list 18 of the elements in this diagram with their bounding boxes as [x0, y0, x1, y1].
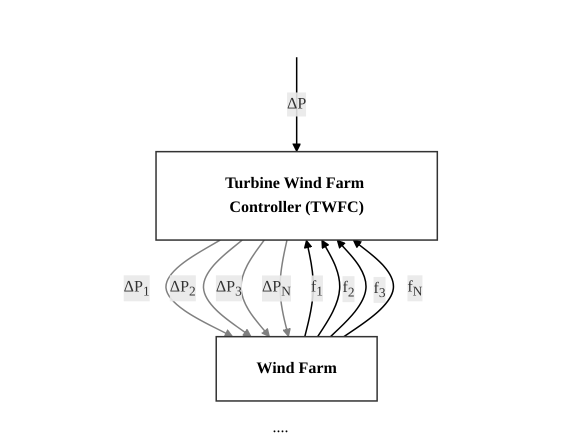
arrow [344, 239, 394, 337]
arrow [330, 239, 367, 337]
edge-label: ΔP$_{2}$ [170, 278, 196, 298]
arrow [240, 239, 270, 337]
ellipsis-label: .... [272, 418, 290, 438]
edge-label: ΔP$_{1}$ [124, 278, 150, 298]
arrow [202, 238, 252, 337]
node-box: Wind Farm [215, 335, 378, 402]
arrow [317, 239, 340, 337]
arrow [165, 238, 234, 337]
edge-label: ΔP$_{3}$ [216, 278, 242, 298]
edge-label: f$_{2}$ [342, 278, 355, 299]
edge-label: ΔP [287, 94, 306, 112]
edge-label: ΔP$_{N}$ [262, 278, 291, 298]
edge-label: f$_{1}$ [310, 278, 323, 298]
node-box: Turbine Wind Farm Controller (TWFC) [155, 150, 438, 240]
edge-label: f$_{N}$ [407, 278, 422, 298]
edge-label: f$_{3}$ [374, 279, 386, 300]
